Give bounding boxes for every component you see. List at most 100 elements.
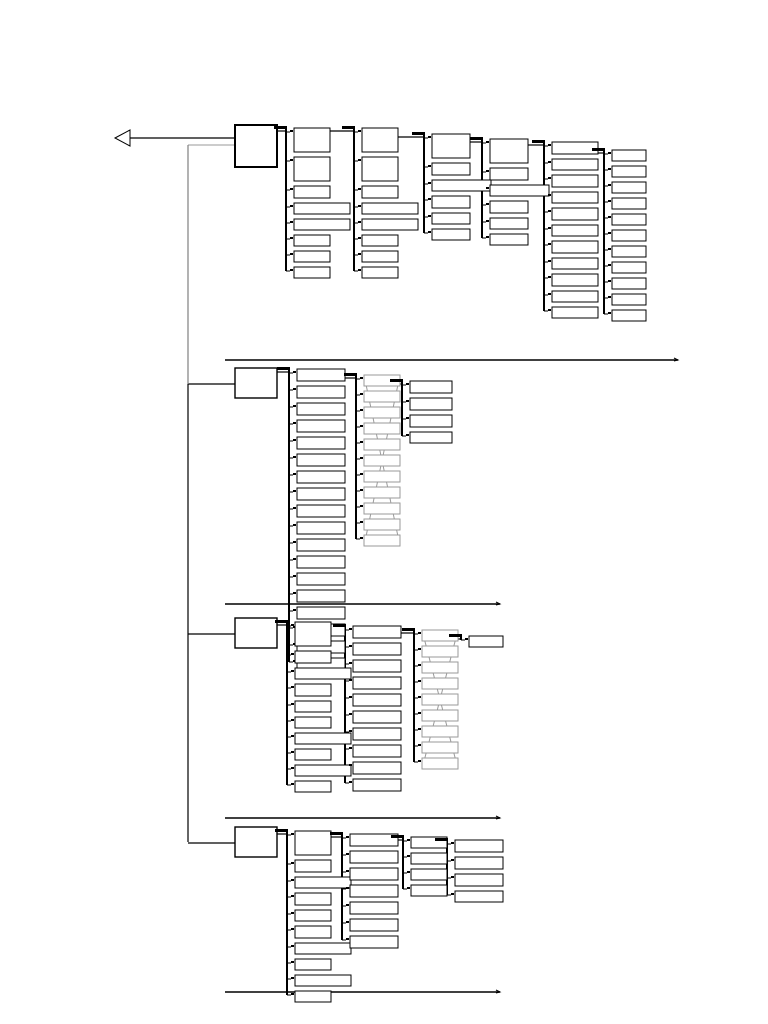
leaf-node-s1-c4-2 — [489, 167, 529, 181]
leaf-node-s3-c1-5 — [294, 700, 332, 713]
parent-node-4 — [234, 826, 278, 858]
leaf-port-s3-c2-1 — [349, 628, 352, 630]
leaf-port-s1-c6-7 — [608, 248, 611, 250]
leaf-node-s1-c1-7 — [293, 250, 331, 263]
leaf-node-s2-c2-6 — [363, 454, 401, 467]
leaf-node-s3-c1-6 — [294, 716, 332, 729]
leaf-port-s1-c2-4 — [358, 205, 361, 207]
leaf-port-s3-c2-10 — [349, 781, 352, 783]
leaf-port-s2-c2-6 — [360, 457, 363, 459]
column-header-s3-c4 — [449, 634, 461, 637]
leaf-node-s1-c6-10 — [611, 293, 647, 306]
tree-nodes — [113, 124, 647, 1003]
leaf-port-s4-c2-7 — [346, 938, 349, 940]
leaf-node-s2-c1-14 — [296, 589, 346, 603]
leaf-node-s1-c6-4 — [611, 197, 647, 210]
leaf-port-s3-c1-9 — [291, 767, 294, 769]
leaf-port-s1-c3-4 — [428, 198, 431, 200]
leaf-port-s2-c1-14 — [293, 592, 296, 594]
leaf-node-s3-c2-2 — [352, 642, 402, 656]
leaf-node-s4-c3-4 — [410, 884, 448, 897]
leaf-port-s1-c1-1 — [290, 130, 293, 132]
leaf-port-s2-c2-5 — [360, 441, 363, 443]
leaf-node-s1-c5-9 — [551, 273, 599, 287]
leaf-port-s1-c6-1 — [608, 152, 611, 154]
leaf-port-s1-c4-6 — [486, 236, 489, 238]
leaf-port-s4-c3-2 — [407, 855, 410, 857]
leaf-port-s4-c2-5 — [346, 904, 349, 906]
leaf-node-s2-c2-4 — [363, 422, 401, 435]
leaf-node-s4-c2-4 — [349, 884, 399, 898]
leaf-node-s1-c5-5 — [551, 207, 599, 221]
leaf-port-s3-c1-3 — [291, 670, 294, 672]
column-header-s1-c3 — [412, 132, 424, 135]
leaf-port-s3-c3-1 — [418, 632, 421, 634]
parent-node-2 — [234, 367, 278, 399]
leaf-port-s2-c2-11 — [360, 537, 363, 539]
leaf-node-s1-c5-1 — [551, 141, 599, 155]
leaf-port-s1-c6-3 — [608, 184, 611, 186]
leaf-node-s2-c3-1 — [409, 380, 453, 394]
leaf-port-s1-c5-6 — [548, 227, 551, 229]
column-header-s2-c3 — [390, 379, 402, 382]
leaf-node-s1-c5-7 — [551, 240, 599, 254]
leaf-port-s2-c1-4 — [293, 422, 296, 424]
leaf-node-s1-c2-7 — [361, 250, 399, 263]
column-header-s1-c1 — [274, 126, 286, 129]
leaf-port-s1-c2-8 — [358, 269, 361, 271]
leaf-node-s1-c1-3 — [293, 185, 331, 199]
leaf-port-s1-c3-6 — [428, 231, 431, 233]
leaf-port-s1-c6-11 — [608, 312, 611, 314]
leaf-node-s4-c2-6 — [349, 918, 399, 932]
leaf-port-s1-c1-4 — [290, 205, 293, 207]
leaf-node-s2-c1-5 — [296, 436, 346, 450]
leaf-port-s1-c3-1 — [428, 136, 431, 138]
leaf-port-s2-c2-4 — [360, 425, 363, 427]
column-header-s3-c1 — [275, 620, 287, 623]
leaf-port-s4-c1-8 — [291, 961, 294, 963]
leaf-node-s3-c1-2 — [294, 650, 332, 664]
leaf-node-s1-c1-1 — [293, 127, 331, 153]
leaf-node-s3-c1-7 — [294, 732, 352, 745]
leaf-port-s3-c3-7 — [418, 728, 421, 730]
leaf-node-s4-c1-4 — [294, 892, 332, 906]
leaf-port-s1-c2-5 — [358, 221, 361, 223]
leaf-node-s1-c6-2 — [611, 165, 647, 178]
leaf-port-s4-c1-10 — [291, 993, 294, 995]
leaf-port-s1-c1-7 — [290, 253, 293, 255]
leaf-port-s1-c3-2 — [428, 165, 431, 167]
leaf-port-s4-c4-3 — [451, 876, 454, 878]
leaf-port-s2-c1-7 — [293, 473, 296, 475]
column-header-s1-c2 — [342, 126, 354, 129]
leaf-node-s1-c2-3 — [361, 185, 399, 199]
leaf-port-s4-c1-9 — [291, 977, 294, 979]
leaf-port-s4-c1-5 — [291, 912, 294, 914]
leaf-port-s2-c1-3 — [293, 405, 296, 407]
leaf-port-s4-c1-4 — [291, 895, 294, 897]
leaf-node-s1-c6-11 — [611, 309, 647, 322]
leaf-node-s1-c2-4 — [361, 202, 419, 215]
leaf-node-s3-c2-7 — [352, 727, 402, 741]
leaf-node-s1-c2-8 — [361, 266, 399, 279]
leaf-node-s1-c3-2 — [431, 162, 471, 176]
leaf-node-s2-c1-12 — [296, 555, 346, 569]
leaf-node-s4-c2-3 — [349, 867, 399, 881]
column-header-s2-c1 — [277, 367, 289, 370]
leaf-port-s2-c2-10 — [360, 521, 363, 523]
leaf-port-s2-c1-15 — [293, 609, 296, 611]
leaf-node-s2-c1-1 — [296, 368, 346, 382]
leaf-node-s3-c2-8 — [352, 744, 402, 758]
leaf-port-s1-c5-10 — [548, 293, 551, 295]
leaf-port-s2-c1-12 — [293, 558, 296, 560]
leaf-node-s1-c2-1 — [361, 127, 399, 153]
leaf-node-s4-c1-2 — [294, 859, 332, 873]
leaf-node-s3-c1-9 — [294, 764, 352, 777]
leaf-node-s4-c4-4 — [454, 890, 504, 903]
leaf-port-s3-c2-4 — [349, 679, 352, 681]
leaf-port-s2-c3-4 — [406, 434, 409, 436]
leaf-node-s1-c6-9 — [611, 277, 647, 290]
leaf-node-s2-c1-7 — [296, 470, 346, 484]
leaf-port-s1-c2-7 — [358, 253, 361, 255]
leaf-port-s1-c5-8 — [548, 260, 551, 262]
